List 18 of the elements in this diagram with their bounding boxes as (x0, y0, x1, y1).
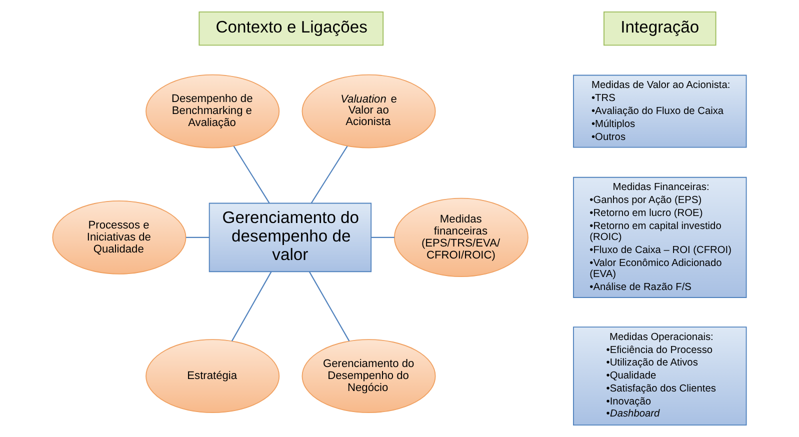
node-ellipse: Medidas financeiras (EPS/TRS/EVA/ CFROI/ROIC) (394, 198, 528, 278)
connector (231, 272, 272, 342)
connector (310, 146, 348, 204)
node-box: Gerenciamento do desempenho de valor (208, 202, 372, 272)
node-ellipse: Desempenho de Benchmarking e Avaliação (146, 74, 280, 148)
connector (186, 236, 210, 238)
node-ellipse: Processos e Iniciativas de Qualidade (52, 200, 186, 274)
node-box: Medidas Financeiras: •Ganhos por Ação (EPS) •Retorno em lucro (ROE) •Retorno em capital investido (ROIC) •Fluxo de Caixa – ROI (CFROI) •Valor Econômico Adicionado (EVA) •Análise de Razão F/S (573, 176, 747, 298)
node-box: Contexto e Ligações (198, 11, 384, 46)
node-box: Integração (604, 11, 716, 46)
node-box: Medidas Operacionais: •Eficiência do Processo •Utilização de Ativos •Qualidade •Satisfação dos Clientes •Inovação •Dashboard (573, 326, 747, 426)
node-box: Medidas de Valor ao Acionista: •TRS •Avaliação do Fluxo de Caixa •Múltiplos •Outros (573, 74, 747, 148)
node-ellipse: Gerenciamento do Desempenho do Negócio (302, 339, 436, 414)
connector (371, 236, 395, 238)
node-ellipse: Estratégia (146, 339, 280, 414)
connector (308, 272, 350, 342)
node-ellipse: Valuation e Valor ao Acionista (302, 74, 436, 148)
connector (233, 146, 270, 204)
